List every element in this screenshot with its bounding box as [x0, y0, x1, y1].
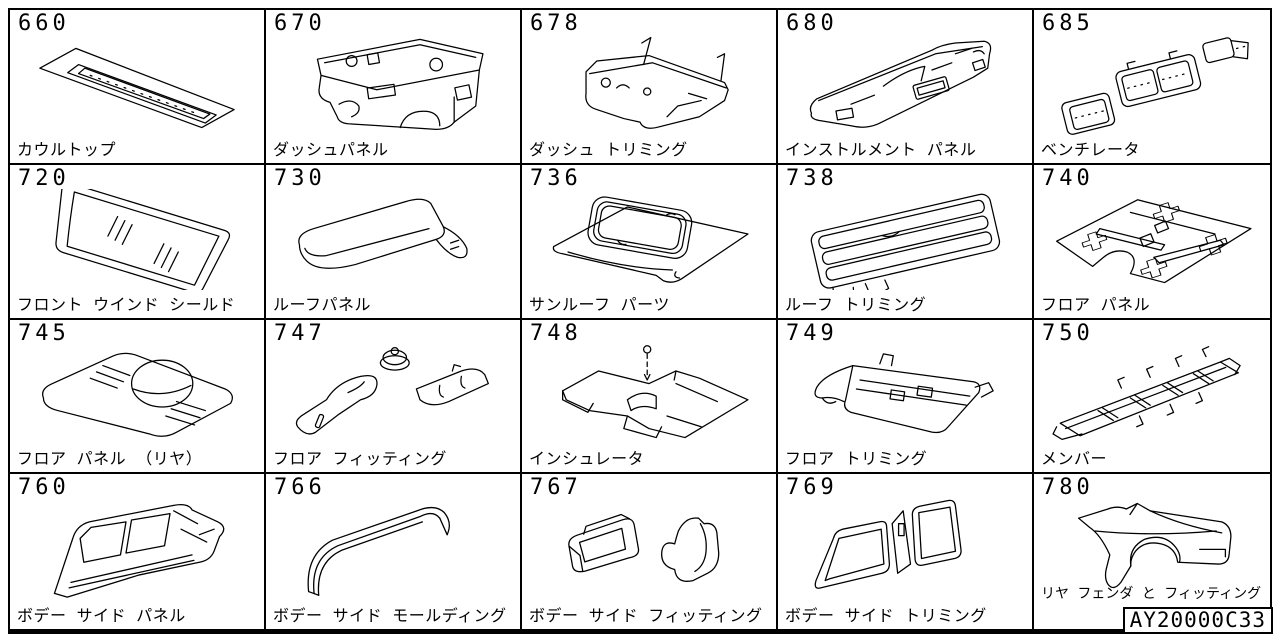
body-side-panel-drawing — [53, 504, 225, 598]
catalog-grid: 660 カウルトップ 670 ダッシュパネル 678 — [8, 8, 1272, 634]
dash-trimming-drawing — [585, 36, 729, 129]
part-cell-680[interactable]: 680 インストルメント パネル — [778, 10, 1034, 165]
part-cell-750[interactable]: 750 メンバー — [1034, 319, 1270, 475]
body-side-molding-drawing — [307, 507, 450, 597]
part-cell-745[interactable]: 745 フロア パネル （リヤ） — [10, 319, 266, 475]
part-number: 736 — [530, 165, 582, 191]
part-label: メンバー — [1041, 449, 1108, 469]
ventilator-drawing — [1061, 37, 1249, 135]
part-label: ダッシュパネル — [273, 139, 389, 159]
part-label: ルーフ トリミング — [785, 294, 927, 314]
part-label: フロント ウインド シールド — [17, 294, 236, 314]
part-number: 730 — [274, 165, 326, 191]
roof-panel-drawing — [298, 198, 468, 269]
cowl-top-drawing — [39, 47, 235, 129]
part-label: サンルーフ パーツ — [529, 294, 670, 314]
part-label: フロア パネル — [1041, 294, 1151, 314]
part-number: 660 — [18, 11, 70, 36]
part-label: インシュレータ — [529, 449, 645, 469]
part-number: 748 — [530, 320, 582, 346]
part-number: 749 — [786, 320, 838, 346]
part-label: カウルトップ — [17, 139, 117, 159]
part-cell-767[interactable]: 767 ボデー サイド フィッティング — [522, 474, 778, 629]
insulator-drawing — [562, 344, 749, 438]
instrument-panel-drawing — [809, 40, 992, 128]
part-cell-678[interactable]: 678 ダッシュ トリミング — [522, 10, 778, 165]
part-label: リヤ フェンダ と フィッティング — [1041, 586, 1262, 602]
part-number: 738 — [786, 165, 838, 191]
part-label: フロア トリミング — [785, 449, 928, 469]
floor-fitting-drawing — [295, 346, 489, 435]
part-number: 670 — [274, 11, 326, 36]
page-code-badge: AY20000C33 — [1122, 607, 1273, 634]
part-label: ボデー サイド トリミング — [785, 606, 987, 625]
part-cell-660[interactable]: 660 カウルトップ — [10, 10, 266, 165]
dash-panel-drawing — [316, 38, 484, 130]
part-number: 745 — [18, 320, 70, 346]
floor-panel-rear-drawing — [42, 352, 233, 437]
part-cell-670[interactable]: 670 ダッシュパネル — [266, 10, 522, 165]
part-label: ベンチレータ — [1041, 139, 1141, 159]
body-side-fitting-drawing — [568, 514, 720, 583]
part-label: インストルメント パネル — [785, 139, 977, 159]
part-label: ダッシュ トリミング — [529, 139, 688, 159]
floor-trimming-drawing — [814, 352, 994, 433]
rear-fender-and-fitting-drawing — [1077, 503, 1232, 589]
floor-panel-drawing — [1056, 198, 1252, 283]
part-number: 760 — [18, 475, 70, 501]
part-number: 747 — [274, 320, 326, 346]
part-label: ボデー サイド パネル — [17, 606, 186, 625]
part-number: 766 — [274, 475, 326, 501]
member-drawing — [1052, 345, 1241, 440]
part-cell-747[interactable]: 747 フロア フィッティング — [266, 319, 522, 475]
part-cell-730[interactable]: 730 ルーフパネル — [266, 164, 522, 320]
part-number: 740 — [1042, 165, 1094, 191]
part-cell-685[interactable]: 685 ベンチレータ — [1034, 10, 1270, 165]
part-cell-748[interactable]: 748 インシュレータ — [522, 319, 778, 475]
part-cell-780[interactable]: 780 リヤ フェンダ と フィッティング — [1034, 474, 1270, 629]
body-side-trimming-drawing — [814, 500, 962, 590]
part-label: フロア パネル （リヤ） — [17, 449, 203, 469]
part-number: 680 — [786, 11, 838, 36]
part-label: フロア フィッティング — [273, 449, 447, 469]
front-windshield-drawing — [55, 188, 231, 290]
part-label: ボデー サイド フィッティング — [529, 606, 763, 625]
part-cell-766[interactable]: 766 ボデー サイド モールディング — [266, 474, 522, 629]
part-cell-740[interactable]: 740 フロア パネル — [1034, 164, 1270, 320]
part-cell-749[interactable]: 749 フロア トリミング — [778, 319, 1034, 475]
part-number: 720 — [18, 165, 70, 191]
roof-trimming-drawing — [810, 193, 1001, 290]
part-number: 678 — [530, 11, 582, 36]
part-number: 685 — [1042, 11, 1094, 36]
part-cell-736[interactable]: 736 サンルーフ パーツ — [522, 164, 778, 320]
part-label: ルーフパネル — [273, 294, 372, 314]
part-cell-760[interactable]: 760 ボデー サイド パネル — [10, 474, 266, 629]
part-number: 750 — [1042, 320, 1094, 346]
part-number: 780 — [1042, 475, 1094, 501]
part-number: 767 — [530, 475, 582, 501]
part-cell-738[interactable]: 738 ルーフ トリミング — [778, 164, 1034, 320]
part-number: 769 — [786, 475, 838, 501]
part-label: ボデー サイド モールディング — [273, 606, 507, 625]
sunroof-parts-drawing — [552, 196, 749, 283]
part-cell-720[interactable]: 720 フロント ウインド シールド — [10, 164, 266, 320]
part-cell-769[interactable]: 769 ボデー サイド トリミング — [778, 474, 1034, 629]
